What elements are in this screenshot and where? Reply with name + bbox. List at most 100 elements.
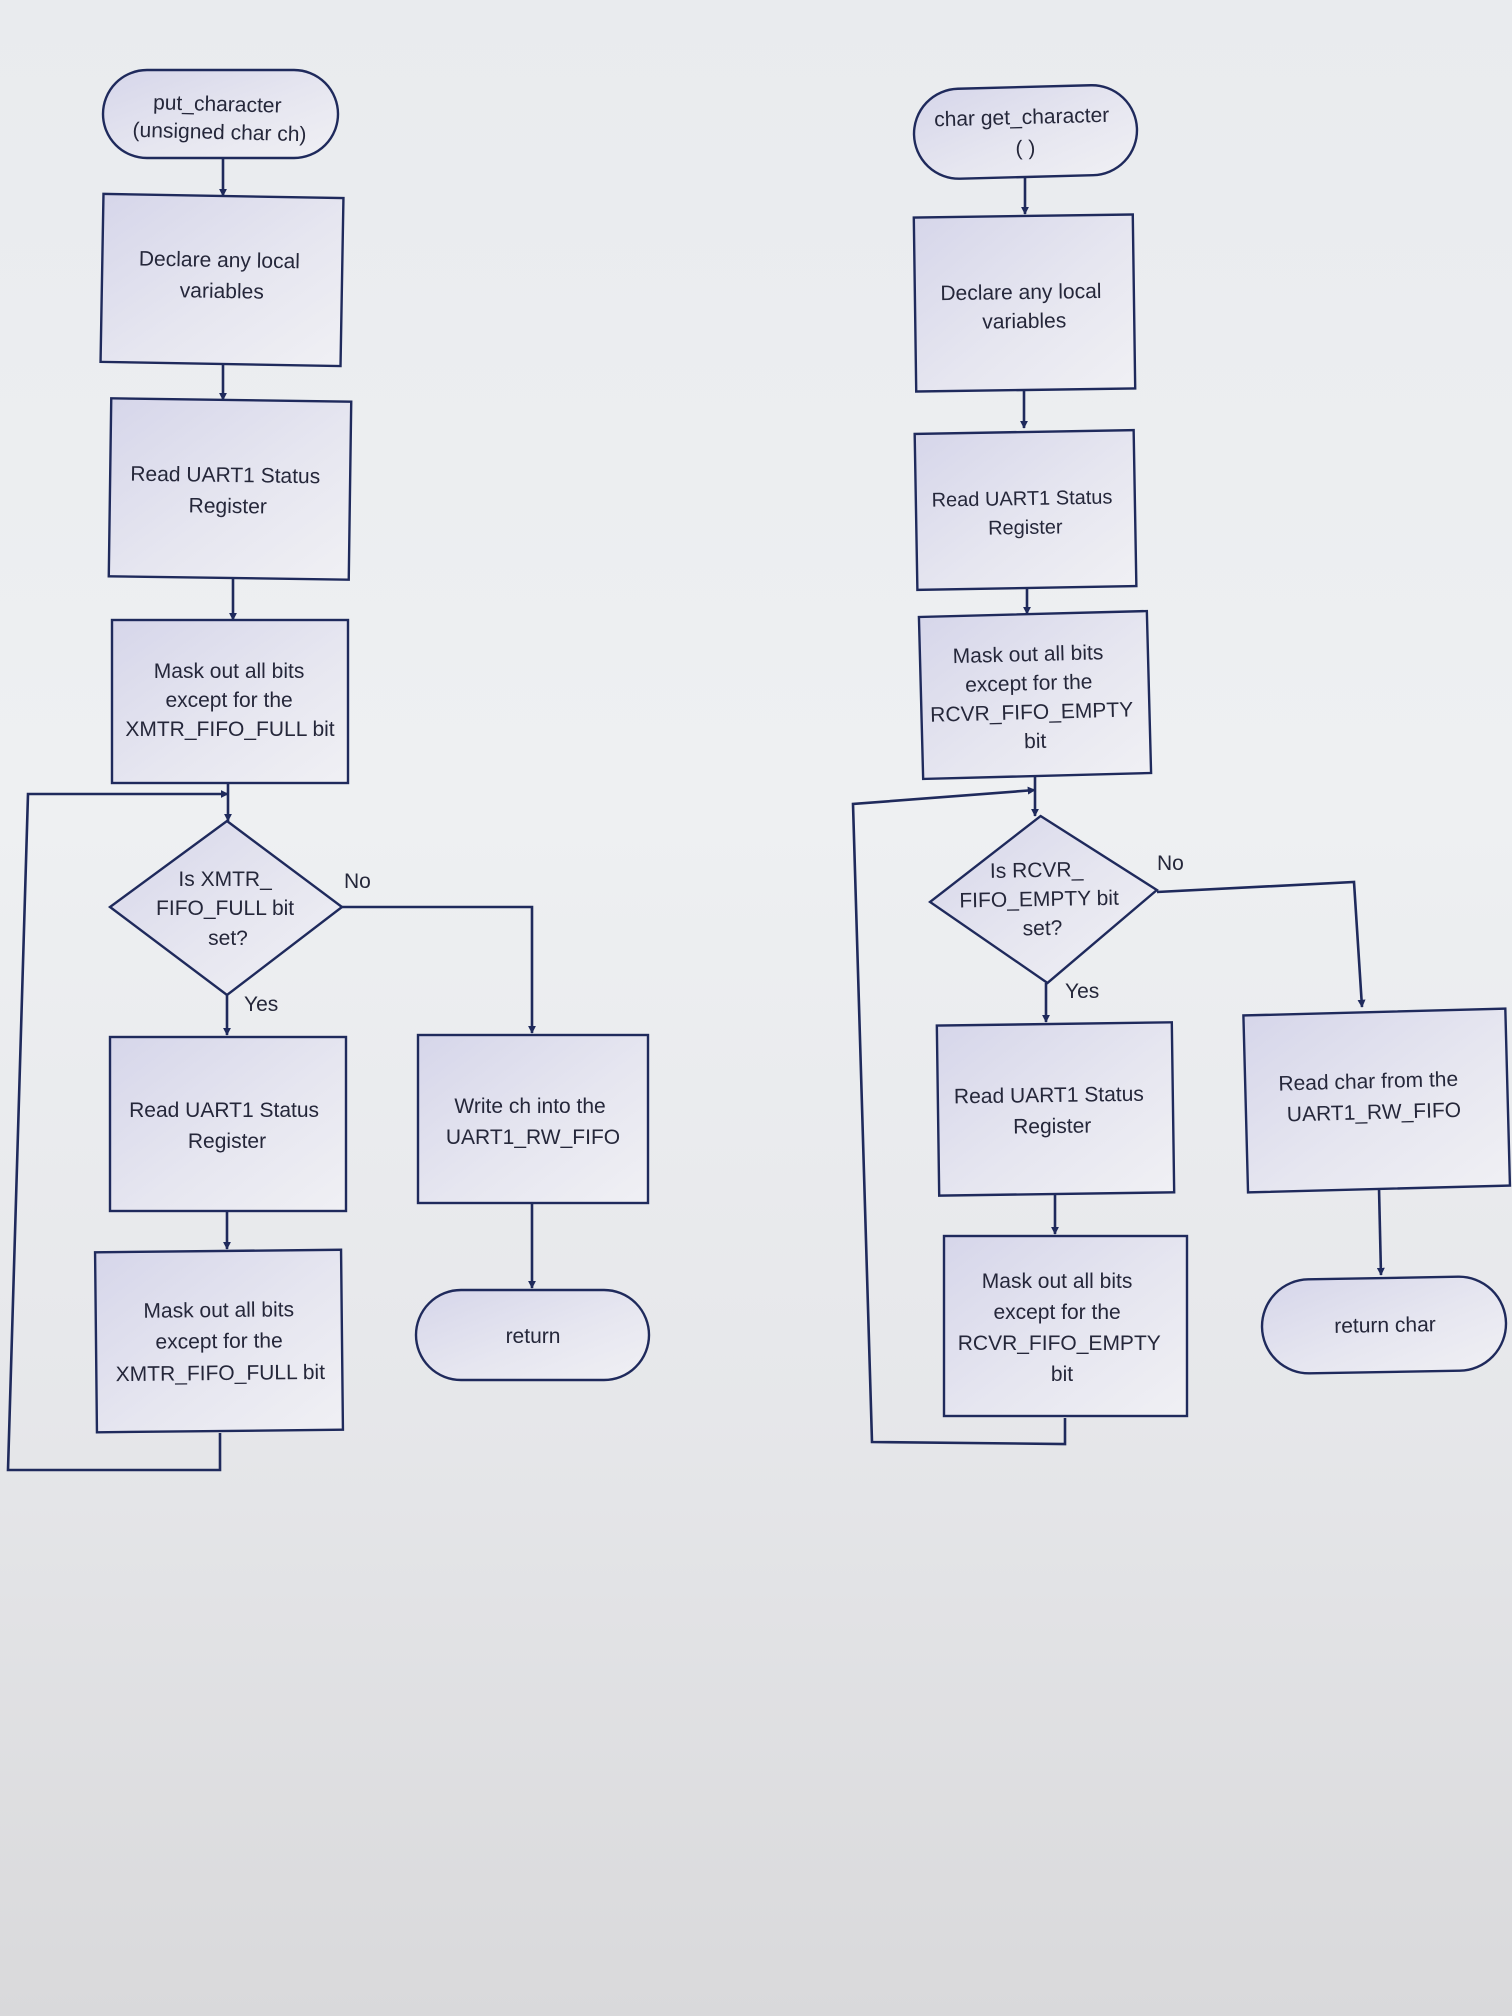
loop-mask-line: Mask out all bits [143,1298,294,1323]
mask-bits-line: XMTR_FIFO_FULL bit [125,718,334,741]
start-line: (unsigned char ch) [132,119,306,147]
loop-read-line: Read UART1 Status [954,1083,1144,1109]
end-shape [1260,1275,1508,1375]
loop-mask-text: Mask out all bits except for the XMTR_FI… [115,1298,325,1386]
loop-read-shape [935,1021,1176,1197]
flowchart-put-character: put_character (unsigned char ch) Declare… [6,68,651,1472]
start-line: ( ) [1015,137,1035,161]
loop-read-text: Read UART1 Status Register [129,1099,325,1153]
read-char-line: Read char from the [1278,1068,1458,1096]
loop-mask-text: Mask out all bits except for the RCVR_FI… [958,1270,1167,1386]
loop-read-line: Register [188,1130,266,1153]
loop-mask-shape [942,1234,1189,1418]
write-char-line: Write ch into the [454,1095,605,1118]
start-shape [912,84,1139,180]
declare-text: Declare any local variables [138,248,306,305]
start-line: char get_character [934,104,1110,132]
read-status-line: Read UART1 Status [130,463,320,489]
yes-label: Yes [1065,980,1099,1003]
mask-bits-line: except for the [965,670,1093,696]
decision-line: Is XMTR_ [178,868,272,891]
loop-mask-line: except for the [155,1329,282,1353]
mask-bits-shape [110,618,350,785]
no-label: No [344,870,371,893]
no-label: No [1157,852,1184,875]
connector-decision-no [342,905,536,1034]
read-char-box: Read char from the UART1_RW_FIFO [1242,1007,1512,1194]
read-status-text: Read UART1 Status Register [931,486,1118,540]
start-line: put_character [153,91,282,117]
yes-label: Yes [244,993,278,1016]
decision-line: set? [1022,917,1062,941]
read-status-line: Register [988,516,1063,539]
declare-variables-box: Declare any local variables [99,192,345,368]
loop-mask-line: RCVR_FIFO_EMPTY [958,1332,1161,1355]
loop-mask-shape [93,1248,345,1434]
declare-line: variables [180,279,264,303]
mask-bits-text: Mask out all bits except for the XMTR_FI… [125,660,334,741]
decision-line: FIFO_FULL bit [156,897,294,920]
loop-mask-line: except for the [993,1301,1120,1324]
write-char-box: Write ch into the UART1_RW_FIFO [416,1033,650,1205]
connector-loop-back [851,786,1067,1446]
loop-read-status-box: Read UART1 Status Register [935,1021,1176,1197]
mask-bits-line: bit [1024,730,1047,754]
mask-bits-line: Mask out all bits [154,660,305,683]
read-status-shape [107,397,353,581]
start-shape [101,68,340,160]
decision-shape [107,819,344,997]
end-line: return [506,1325,561,1348]
mask-bits-line: Mask out all bits [952,641,1103,668]
connectors [6,158,536,1472]
read-status-shape [913,428,1138,592]
flowchart-get-character: char get_character ( ) Declare any local… [851,84,1512,1446]
connector-decision-no [1156,880,1366,1008]
mask-bits-box: Mask out all bits except for the RCVR_FI… [917,609,1153,781]
start-terminal: char get_character ( ) [912,84,1139,180]
end-line: return char [1334,1313,1436,1338]
decision-text: Is RCVR_ FIFO_EMPTY bit set? [959,858,1126,942]
mask-bits-box: Mask out all bits except for the XMTR_FI… [110,618,350,785]
end-text: return char [1334,1313,1436,1338]
write-char-line: UART1_RW_FIFO [446,1126,620,1149]
decision-diamond: Is XMTR_ FIFO_FULL bit set? [107,819,344,997]
start-terminal: put_character (unsigned char ch) [101,68,340,160]
read-status-text: Read UART1 Status Register [130,463,326,520]
read-status-box: Read UART1 Status Register [913,428,1138,592]
declare-line: Declare any local [139,248,300,274]
write-char-shape [416,1033,650,1205]
connectors [851,176,1385,1446]
loop-mask-line: bit [1051,1363,1073,1386]
start-text: put_character (unsigned char ch) [132,91,307,147]
decision-shape [928,814,1159,985]
read-char-text: Read char from the UART1_RW_FIFO [1278,1068,1465,1127]
read-char-shape [1242,1007,1512,1194]
loop-read-line: Read UART1 Status [129,1099,319,1122]
declare-text: Declare any local variables [940,280,1108,334]
loop-read-text: Read UART1 Status Register [954,1083,1150,1140]
loop-mask-line: XMTR_FIFO_FULL bit [116,1361,326,1386]
declare-line: variables [982,309,1066,333]
loop-mask-line: Mask out all bits [982,1270,1133,1293]
read-status-line: Register [188,494,267,518]
end-terminal: return char [1260,1275,1508,1375]
read-status-box: Read UART1 Status Register [107,397,353,581]
read-char-line: UART1_RW_FIFO [1287,1099,1462,1127]
write-char-text: Write ch into the UART1_RW_FIFO [446,1095,620,1149]
loop-mask-bits-box: Mask out all bits except for the XMTR_FI… [93,1248,345,1434]
decision-line: set? [208,927,248,950]
declare-shape [99,192,345,368]
mask-bits-text: Mask out all bits except for the RCVR_FI… [928,640,1139,755]
decision-line: Is RCVR_ [990,858,1084,883]
mask-bits-line: RCVR_FIFO_EMPTY [930,698,1134,726]
end-terminal: return [414,1288,651,1382]
decision-diamond: Is RCVR_ FIFO_EMPTY bit set? [928,814,1159,985]
connector-loop-back [6,790,229,1472]
loop-read-shape [108,1035,348,1213]
declare-line: Declare any local [940,280,1101,305]
mask-bits-shape [917,609,1153,781]
loop-read-line: Register [1013,1114,1092,1138]
decision-text: Is XMTR_ FIFO_FULL bit set? [156,868,300,950]
loop-mask-bits-box: Mask out all bits except for the RCVR_FI… [942,1234,1189,1418]
start-text: char get_character ( ) [934,104,1116,163]
